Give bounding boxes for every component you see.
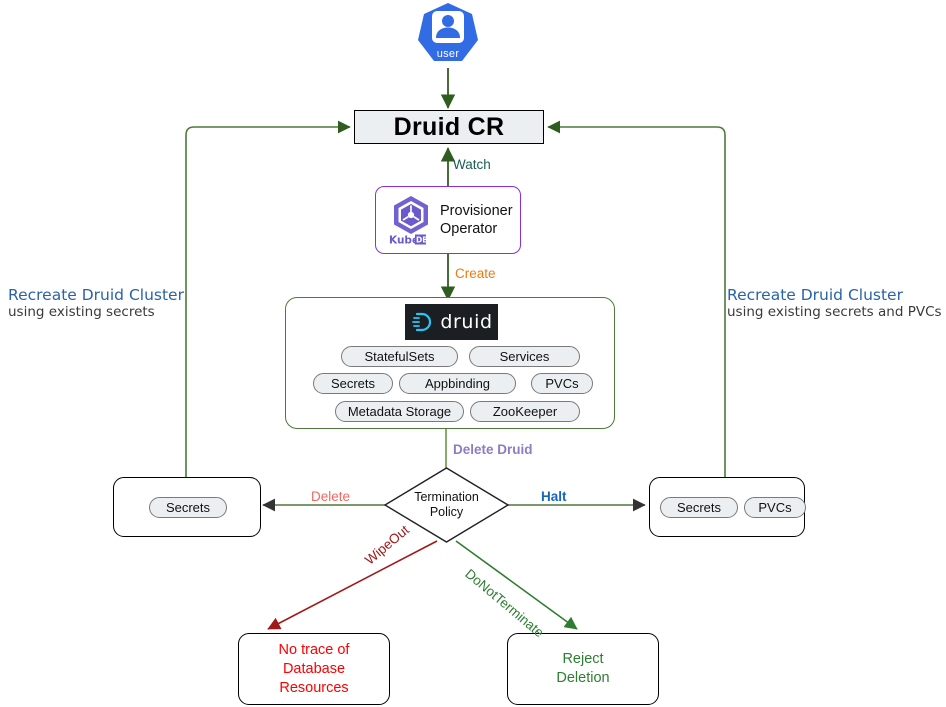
annotation-right: Recreate Druid Cluster using existing se… bbox=[727, 286, 942, 320]
termination-policy-line1: Termination bbox=[414, 490, 479, 504]
druid-cr-label: Druid CR bbox=[393, 112, 505, 141]
pill-pvcs: PVCs bbox=[531, 373, 593, 394]
pill-services: Services bbox=[469, 346, 580, 367]
annotation-right-title: Recreate Druid Cluster bbox=[727, 286, 903, 304]
reject-deletion-line2: Deletion bbox=[556, 670, 610, 686]
termination-policy-label: Termination Policy bbox=[385, 468, 508, 542]
no-trace-line2: Database bbox=[282, 660, 346, 677]
pill-secrets-right: Secrets bbox=[660, 497, 738, 518]
edge-label-watch: Watch bbox=[453, 157, 491, 172]
no-trace-line1: No trace of bbox=[278, 641, 350, 658]
secrets-only-box: Secrets bbox=[113, 477, 261, 537]
secrets-and-pvcs-box: Secrets PVCs bbox=[649, 477, 806, 537]
annotation-left: Recreate Druid Cluster using existing se… bbox=[8, 286, 184, 320]
pill-pvcs-right: PVCs bbox=[744, 497, 806, 518]
reject-deletion-label: Reject Deletion bbox=[508, 634, 658, 704]
pill-secrets: Secrets bbox=[313, 373, 393, 394]
user-node: user bbox=[414, 2, 482, 68]
kubernetes-user-icon bbox=[418, 3, 478, 61]
edge-label-delete-druid: Delete Druid bbox=[453, 442, 533, 457]
no-trace-box: No trace of Database Resources bbox=[238, 633, 390, 705]
druid-logo-text: druid bbox=[440, 311, 493, 333]
provisioner-operator-box[interactable]: Kube DB Provisioner Operator bbox=[375, 186, 521, 254]
kubedb-logo-icon: Kube DB bbox=[384, 194, 438, 247]
pill-secrets-left: Secrets bbox=[149, 497, 227, 518]
pill-statefulsets: StatefulSets bbox=[341, 346, 458, 367]
pill-appbinding: Appbinding bbox=[399, 373, 516, 394]
operator-label-line1: Provisioner bbox=[440, 203, 513, 219]
no-trace-line3: Resources bbox=[279, 679, 349, 696]
reject-deletion-line1: Reject bbox=[562, 651, 604, 667]
pill-zookeeper: ZooKeeper bbox=[470, 401, 580, 422]
operator-label: Provisioner Operator bbox=[440, 202, 513, 238]
annotation-left-title: Recreate Druid Cluster bbox=[8, 286, 184, 304]
annotation-right-subtitle: using existing secrets and PVCs bbox=[727, 304, 942, 320]
druid-cr-box[interactable]: Druid CR bbox=[354, 110, 544, 144]
reject-deletion-box: Reject Deletion bbox=[507, 633, 659, 705]
svg-text:Kube: Kube bbox=[389, 235, 419, 247]
pill-metadata-storage: Metadata Storage bbox=[335, 401, 464, 422]
druid-logo-icon: druid bbox=[405, 304, 498, 340]
edge-label-donotterminate: DoNotTerminate bbox=[462, 566, 547, 641]
termination-policy-line2: Policy bbox=[429, 505, 464, 519]
termination-policy-node[interactable]: Termination Policy bbox=[385, 468, 508, 542]
operator-label-line2: Operator bbox=[440, 221, 498, 237]
edge-label-create: Create bbox=[455, 266, 496, 281]
svg-text:DB: DB bbox=[416, 236, 428, 245]
no-trace-label: No trace of Database Resources bbox=[239, 634, 389, 704]
user-label: user bbox=[436, 48, 460, 60]
edge-label-halt: Halt bbox=[541, 489, 567, 504]
edge-label-delete: Delete bbox=[311, 489, 351, 504]
edge-wipeout bbox=[267, 540, 438, 630]
annotation-left-subtitle: using existing secrets bbox=[8, 304, 155, 320]
